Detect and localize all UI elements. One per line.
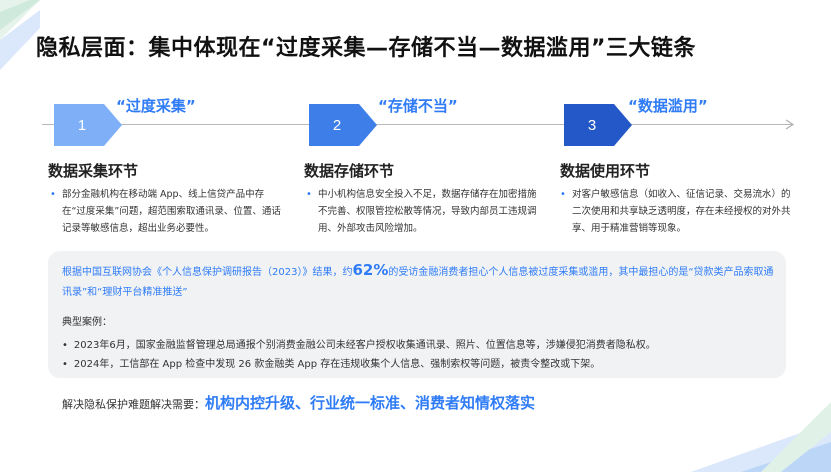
step-number: 1 [77,116,87,134]
case-item: •2023年6月，国家金融监督管理总局通报个别消费金融公司未经客户授权收集通讯录… [62,340,656,351]
corner-decoration-bottom-right [691,402,831,472]
step-number: 2 [332,116,342,134]
survey-statement: 根据中国互联网协会《个人信息保护调研报告（2023）》结果，约62%的受访金融消… [62,261,774,298]
step-tag-data-abuse: “数据滥用” [628,97,708,115]
bullet-dot: • [50,189,56,200]
step-tag-over-collection: “过度采集” [116,97,196,115]
bullet-dot: • [62,340,68,351]
body-collection: • 部分金融机构在移动端 App、线上信贷产品中存在“过度采集”问题，超范围索取… [50,186,282,237]
solution-lead: 解决隐私保护难题解决需要： [62,398,205,411]
bullet-dot: • [560,189,566,200]
chevron-step-icon [309,104,377,146]
step-marker-1: 1 [54,104,124,146]
step-number: 3 [587,116,597,134]
step-marker-2: 2 [309,104,379,146]
heading-collection: 数据采集环节 [48,162,139,180]
bullet-dot: • [306,189,312,200]
page-title: 隐私层面：集中体现在“过度采集—存储不当—数据滥用”三大链条 [36,36,696,61]
heading-usage: 数据使用环节 [560,162,651,180]
solution-line: 解决隐私保护难题解决需要：机构内控升级、行业统一标准、消费者知情权落实 [62,392,535,413]
solution-keywords: 机构内控升级、行业统一标准、消费者知情权落实 [205,394,536,412]
heading-storage: 数据存储环节 [304,162,395,180]
corner-decoration-top-left [0,0,40,70]
chevron-step-icon [564,104,632,146]
body-storage: • 中小机构信息安全投入不足，数据存储存在加密措施不完善、权限管控松散等情况，导… [306,186,538,237]
step-marker-3: 3 [564,104,634,146]
step-tag-improper-storage: “存储不当” [378,97,458,115]
case-item: •2024年，工信部在 App 检查中发现 26 款金融类 App 存在违规收集… [62,359,601,370]
survey-percentage: 62% [352,261,389,279]
cases-title: 典型案例： [62,317,112,328]
timeline-arrow-icon [785,119,795,130]
chevron-step-icon [54,104,122,146]
bullet-dot: • [62,359,68,370]
survey-panel [48,251,786,378]
timeline-line [42,124,792,125]
body-usage: • 对客户敏感信息（如收入、征信记录、交易流水）的二次使用和共享缺乏透明度，存在… [560,186,792,237]
